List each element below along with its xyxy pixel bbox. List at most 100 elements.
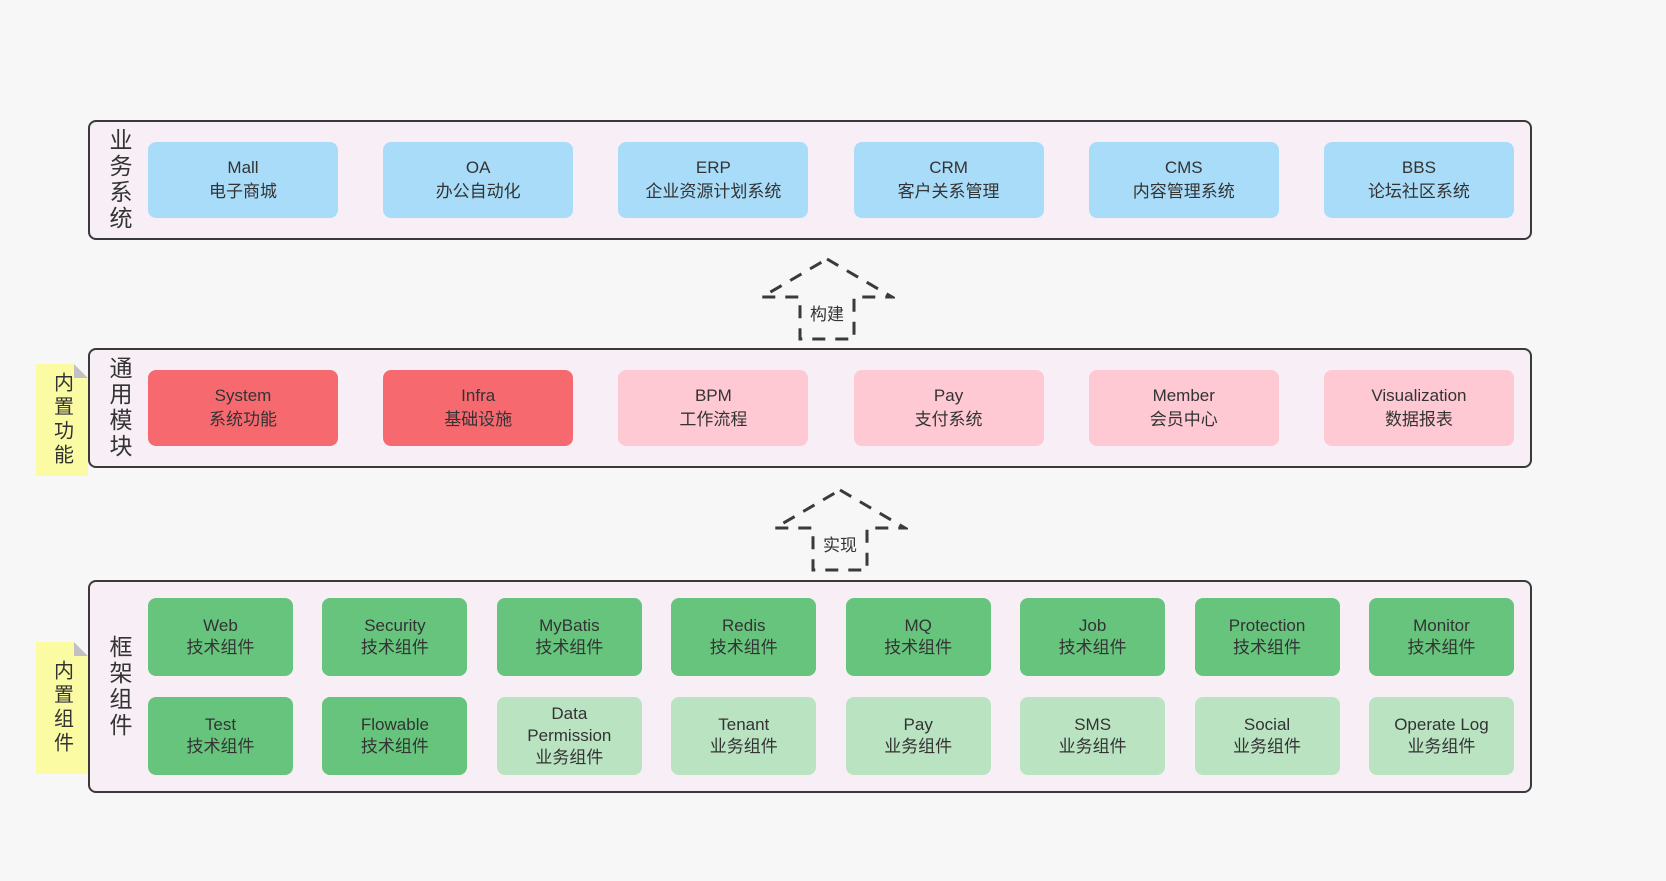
box-desc: 技术组件	[709, 638, 778, 657]
implement-arrow: 实现	[772, 487, 908, 573]
box-name: Tenant	[718, 714, 770, 734]
box-name: BPM	[694, 386, 732, 406]
sticky-note-built-in-components: 内置组件	[36, 642, 88, 774]
box-desc: 技术组件	[1058, 638, 1127, 657]
box-desc: 业务组件	[535, 748, 604, 768]
box-system: System 系统功能	[148, 370, 338, 446]
box-name: Data Permission	[527, 703, 612, 745]
build-arrow: 构建	[759, 256, 895, 342]
box-desc: 业务组件	[884, 737, 953, 756]
box-desc: 企业资源计划系统	[645, 182, 782, 201]
box-desc: 数据报表	[1384, 410, 1453, 429]
box-name: SMS	[1074, 714, 1112, 734]
box-sms: SMS 业务组件	[1020, 697, 1166, 775]
box-security: Security 技术组件	[322, 598, 468, 676]
box-name: MyBatis	[539, 615, 600, 635]
sticky-note-built-in-features: 内置功能	[36, 364, 88, 476]
box-name: Web	[203, 615, 238, 635]
box-name: ERP	[695, 158, 731, 178]
box-protection: Protection 技术组件	[1194, 598, 1340, 676]
box-name: Job	[1078, 615, 1107, 635]
box-name: CMS	[1164, 158, 1203, 178]
box-monitor: Monitor 技术组件	[1368, 598, 1514, 676]
box-desc: 内容管理系统	[1132, 182, 1235, 201]
up-block-arrow-icon	[772, 488, 908, 572]
up-block-arrow-icon	[759, 257, 895, 341]
box-name: System	[214, 386, 272, 406]
box-desc: 业务组件	[1058, 737, 1127, 756]
box-name: Operate Log	[1394, 714, 1489, 734]
box-name: Protection	[1228, 615, 1306, 635]
box-name: Pay	[933, 386, 964, 406]
box-flowable: Flowable 技术组件	[322, 697, 468, 775]
box-desc: 技术组件	[1407, 638, 1476, 657]
box-name: Monitor	[1413, 615, 1470, 635]
box-oa: OA 办公自动化	[383, 142, 574, 218]
box-infra: Infra 基础设施	[383, 370, 574, 446]
box-desc: 技术组件	[360, 638, 429, 657]
box-web: Web 技术组件	[148, 598, 293, 676]
section-label-common-modules: 通用模块	[106, 356, 132, 460]
build-arrow-label: 构建	[807, 300, 847, 325]
box-name: MQ	[904, 615, 932, 635]
box-desc: 支付系统	[914, 410, 983, 429]
folded-corner-icon	[74, 642, 88, 656]
box-name: OA	[465, 158, 491, 178]
box-bpm: BPM 工作流程	[618, 370, 809, 446]
section-common-modules: 通用模块 System 系统功能 Infra 基础设施 BPM 工作流程 Pay 支付系统 Me…	[88, 348, 1532, 468]
box-desc: 办公自动化	[435, 182, 521, 201]
box-desc: 业务组件	[1407, 737, 1476, 756]
box-name: Test	[204, 714, 237, 734]
box-name: Mall	[227, 158, 259, 178]
box-desc: 电子商城	[209, 182, 277, 201]
box-desc: 业务组件	[709, 737, 778, 756]
box-cms: CMS 内容管理系统	[1088, 142, 1279, 218]
box-name: Infra	[461, 386, 496, 406]
box-name: Pay	[903, 714, 933, 734]
box-desc: 系统功能	[209, 410, 277, 429]
section-label-framework-components: 框架组件	[106, 634, 132, 739]
box-desc: 技术组件	[535, 638, 604, 657]
box-desc: 工作流程	[679, 410, 748, 429]
box-mybatis: MyBatis 技术组件	[496, 598, 642, 676]
box-bbs: BBS 论坛社区系统	[1323, 142, 1514, 218]
box-desc: 技术组件	[1233, 638, 1302, 657]
box-name: Flowable	[360, 714, 429, 734]
sticky-note-label: 内置组件	[50, 660, 73, 756]
box-job: Job 技术组件	[1020, 598, 1166, 676]
box-operate-log: Operate Log 业务组件	[1368, 697, 1514, 775]
box-desc: 基础设施	[444, 410, 513, 429]
box-redis: Redis 技术组件	[671, 598, 817, 676]
implement-arrow-label: 实现	[820, 531, 860, 556]
box-erp: ERP 企业资源计划系统	[618, 142, 809, 218]
box-name: Social	[1243, 714, 1291, 734]
box-desc: 会员中心	[1149, 410, 1218, 429]
box-desc: 论坛社区系统	[1367, 182, 1470, 201]
box-desc: 技术组件	[186, 638, 255, 657]
box-name: Security	[364, 615, 426, 635]
box-name: Redis	[722, 615, 766, 635]
box-pay: Pay 业务组件	[845, 697, 991, 775]
box-desc: 技术组件	[360, 737, 429, 756]
box-name: BBS	[1401, 158, 1436, 178]
sticky-note-label: 内置功能	[50, 372, 73, 468]
section-label-business-systems: 业务系统	[106, 128, 132, 232]
box-mall: Mall 电子商城	[148, 142, 338, 218]
box-name: CRM	[929, 158, 968, 178]
